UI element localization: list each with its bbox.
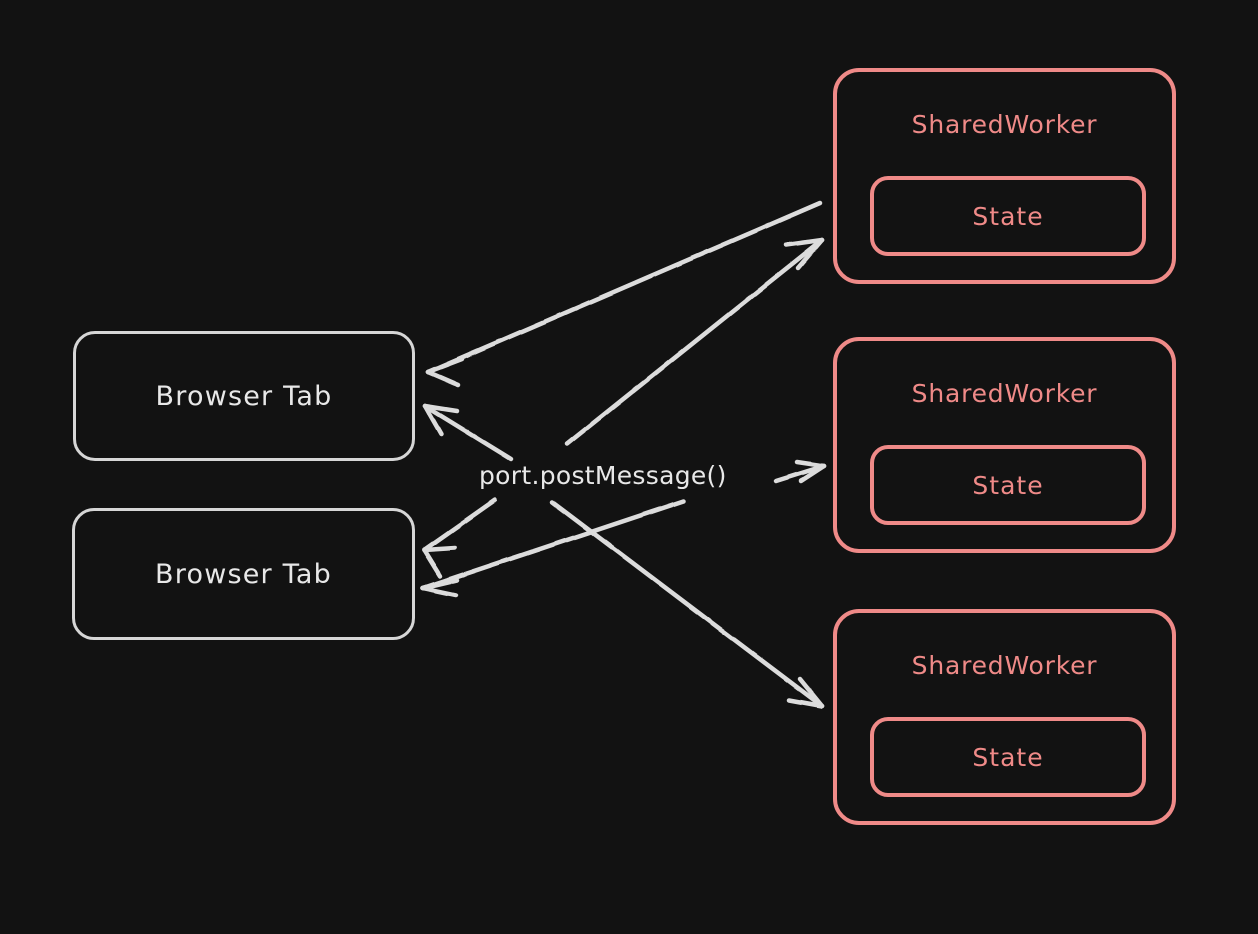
shared-worker-1-title: SharedWorker <box>911 110 1098 139</box>
arrow-hub-to-worker2 <box>773 459 827 484</box>
shared-worker-3[interactable]: SharedWorker State <box>833 609 1176 825</box>
arrow-hub-to-tab2-a <box>421 497 498 579</box>
shared-worker-1-state-label: State <box>972 201 1044 231</box>
shared-worker-3-state[interactable]: State <box>870 717 1146 797</box>
arrow-hub-to-worker3 <box>549 499 825 709</box>
shared-worker-1[interactable]: SharedWorker State <box>833 68 1176 284</box>
arrow-worker1-to-tab1 <box>425 200 823 388</box>
arrow-hub-to-tab1 <box>422 403 514 462</box>
arrow-hub-to-worker1 <box>564 237 825 447</box>
shared-worker-3-state-label: State <box>972 742 1044 772</box>
browser-tab-1[interactable]: Browser Tab <box>73 331 415 461</box>
browser-tab-2-label: Browser Tab <box>155 558 332 590</box>
shared-worker-2-title: SharedWorker <box>911 379 1098 408</box>
shared-worker-2-state[interactable]: State <box>870 445 1146 525</box>
shared-worker-1-state[interactable]: State <box>870 176 1146 256</box>
arrow-worker-to-tab2 <box>420 498 687 598</box>
shared-worker-2[interactable]: SharedWorker State <box>833 337 1176 553</box>
shared-worker-2-state-label: State <box>972 470 1044 500</box>
shared-worker-3-title: SharedWorker <box>911 651 1098 680</box>
browser-tab-1-label: Browser Tab <box>155 380 333 412</box>
port-post-message-label: port.postMessage() <box>479 461 727 490</box>
browser-tab-2[interactable]: Browser Tab <box>72 508 415 640</box>
